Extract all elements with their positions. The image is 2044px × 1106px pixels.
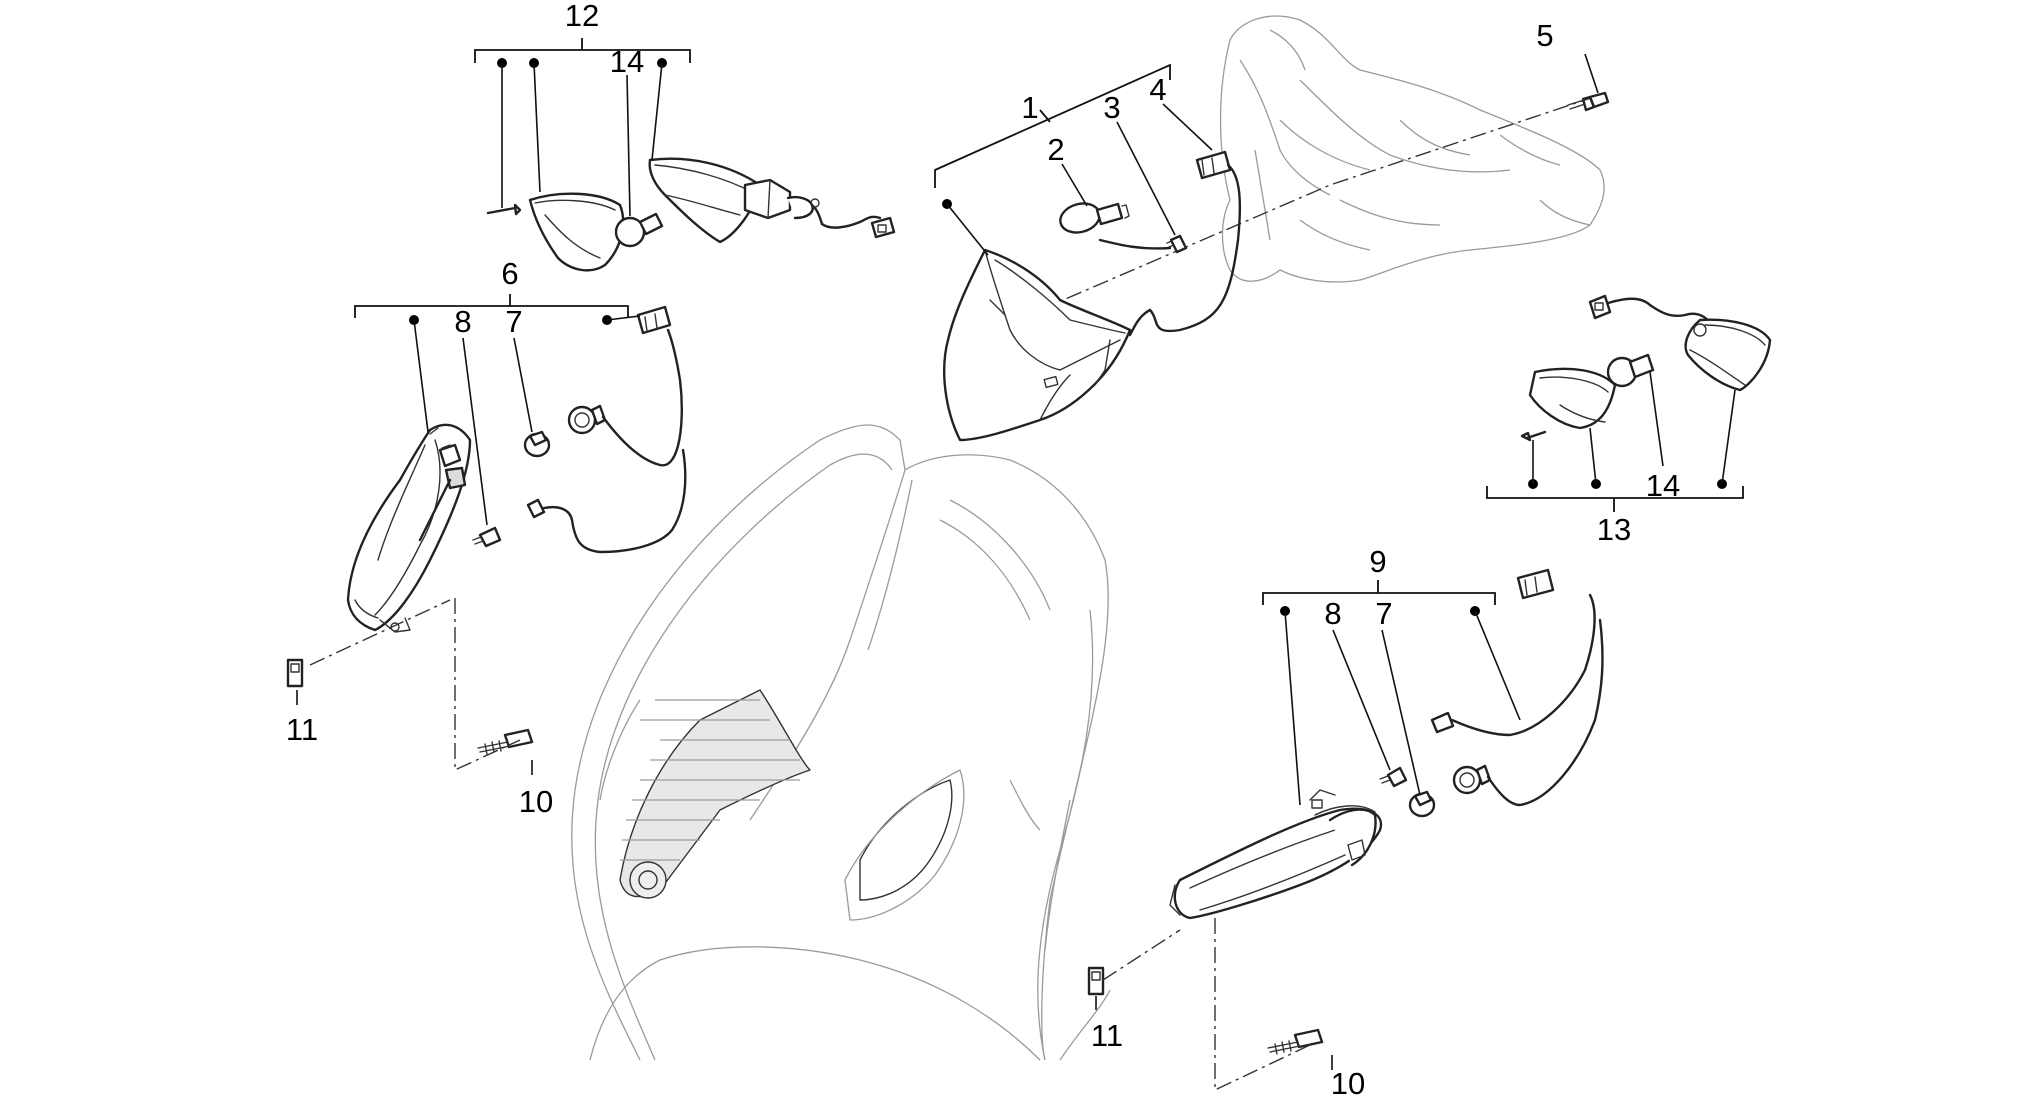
right-rear-indicator-part-13 <box>1520 294 1772 442</box>
callout-11-right: 11 <box>1091 1018 1123 1053</box>
callout-9: 9 <box>1369 544 1386 579</box>
callout-10-left: 10 <box>519 784 553 819</box>
bulb-part-8-right <box>1379 766 1408 788</box>
bulb-part-7-right <box>1408 790 1436 818</box>
socket-cable-left <box>526 305 687 554</box>
callout-7-right: 7 <box>1375 596 1392 631</box>
clip-part-11-left <box>286 658 304 688</box>
screw-part-10-left <box>477 728 534 755</box>
callout-10-right: 10 <box>1331 1066 1365 1101</box>
bulb-part-8-left <box>472 526 502 548</box>
headlight-part-1 <box>943 248 1132 442</box>
bulb-part-2 <box>1059 202 1130 234</box>
socket-cable-right <box>1430 568 1604 807</box>
front-shield-part <box>571 424 1111 1061</box>
callout-11-left: 11 <box>286 712 318 747</box>
callout-3: 3 <box>1103 90 1120 125</box>
left-front-indicator-part-6 <box>346 423 472 633</box>
screw-part-10-right <box>1267 1028 1324 1055</box>
callout-6: 6 <box>501 256 518 291</box>
bulb-part-7-left <box>523 430 551 458</box>
screw-part-5 <box>1567 91 1610 112</box>
callout-12: 12 <box>565 0 599 33</box>
callout-13: 13 <box>1597 512 1631 547</box>
callout-4: 4 <box>1149 72 1166 107</box>
callout-2: 2 <box>1047 132 1064 167</box>
left-rear-indicator-part-12 <box>486 157 896 272</box>
handlebar-cover-part <box>1219 15 1605 283</box>
callout-7-left: 7 <box>505 304 522 339</box>
callout-14-right: 14 <box>1646 468 1680 503</box>
callout-14-top: 14 <box>610 44 644 79</box>
callout-5: 5 <box>1536 18 1553 53</box>
clip-part-11-right <box>1087 966 1105 996</box>
callout-8-right: 8 <box>1324 596 1341 631</box>
callout-1: 1 <box>1021 90 1038 125</box>
callout-8-left: 8 <box>454 304 471 339</box>
right-front-indicator-part-9 <box>1169 789 1383 920</box>
bulb-part-3 <box>1166 234 1188 254</box>
headlight-connector-part-4 <box>1098 150 1242 337</box>
